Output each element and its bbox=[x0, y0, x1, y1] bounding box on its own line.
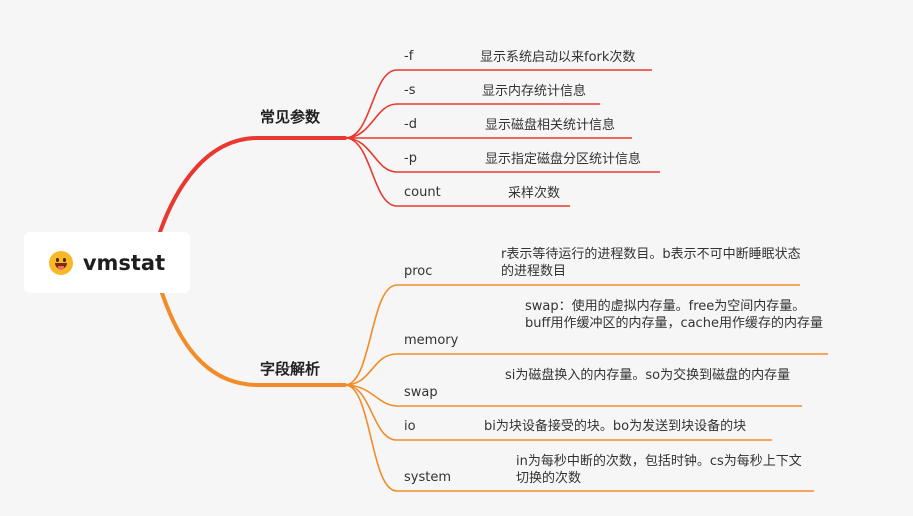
topic-key-swap[interactable]: swap bbox=[404, 385, 438, 400]
topic-key-io[interactable]: io bbox=[404, 419, 416, 434]
topic-desc-system[interactable]: in为每秒中断的次数，包括时钟。cs为每秒上下文切换的次数 bbox=[516, 454, 802, 486]
topic-desc-s[interactable]: 显示内存统计信息 bbox=[482, 84, 587, 99]
topic-key-proc[interactable]: proc bbox=[404, 264, 433, 279]
topic-key-s[interactable]: -s bbox=[404, 83, 416, 98]
topic-key-d[interactable]: -d bbox=[404, 117, 417, 132]
root-label: vmstat bbox=[82, 250, 166, 275]
topic-desc-memory[interactable]: swap：使用的虚拟内存量。free为空间内存量。buff用作缓冲区的内存量，c… bbox=[525, 299, 823, 331]
topic-desc-p[interactable]: 显示指定磁盘分区统计信息 bbox=[485, 152, 642, 167]
branch-node-fields[interactable]: 字段解析 bbox=[260, 360, 321, 378]
topic-desc-f[interactable]: 显示系统启动以来fork次数 bbox=[480, 50, 636, 65]
branch-node-params[interactable]: 常见参数 bbox=[260, 108, 321, 126]
topic-desc-count[interactable]: 采样次数 bbox=[508, 186, 561, 201]
grinning-face-icon bbox=[48, 250, 73, 275]
connector-root-branch-fields bbox=[160, 291, 347, 387]
connector-root-branch-params bbox=[158, 136, 347, 234]
topic-desc-d[interactable]: 显示磁盘相关统计信息 bbox=[485, 118, 616, 133]
topic-key-system[interactable]: system bbox=[404, 470, 451, 485]
topic-desc-io[interactable]: bi为块设备接受的块。bo为发送到块设备的块 bbox=[484, 419, 747, 434]
branch-params-connectors bbox=[344, 69, 660, 207]
branch-fields-connectors bbox=[344, 284, 828, 492]
root-node[interactable]: vmstat bbox=[24, 232, 190, 293]
topic-key-p[interactable]: -p bbox=[404, 151, 417, 166]
topic-key-f[interactable]: -f bbox=[404, 49, 414, 64]
topic-desc-swap[interactable]: si为磁盘换入的内存量。so为交换到磁盘的内存量 bbox=[505, 368, 791, 383]
topic-key-count[interactable]: count bbox=[404, 185, 441, 200]
topic-key-memory[interactable]: memory bbox=[404, 333, 459, 348]
topic-desc-proc[interactable]: r表示等待运行的进程数目。b表示不可中断睡眠状态的进程数目 bbox=[501, 247, 801, 279]
